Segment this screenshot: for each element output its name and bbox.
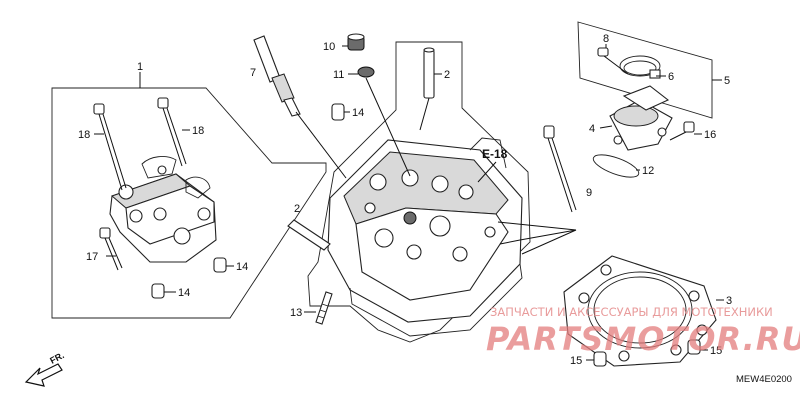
callout-15-right: 15 [710, 345, 722, 357]
callout-15-left: 15 [570, 355, 582, 367]
bolt-18-left [93, 103, 127, 191]
front-direction-label: FR. [48, 350, 65, 366]
callout-16: 16 [704, 129, 716, 141]
insulator-group-outline [577, 21, 713, 119]
dowel-pin-15-b [687, 339, 701, 355]
callout-4: 4 [589, 123, 595, 135]
dowel-pin-14-a [213, 257, 227, 273]
callout-5: 5 [724, 75, 730, 87]
callout-14-right: 14 [236, 261, 248, 273]
reference-e18: E-18 [482, 147, 508, 161]
valve-guide-2-top [423, 47, 435, 99]
screw-8 [597, 47, 629, 75]
leader-9-to-head-3 [521, 229, 577, 255]
bolt-9 [543, 125, 577, 213]
callout-3: 3 [726, 295, 732, 307]
dowel-pin-15-a [593, 351, 607, 367]
bolt-17 [99, 227, 123, 271]
callout-2-left: 2 [294, 203, 300, 215]
spark-plug-7 [253, 35, 301, 117]
rocker-assembly-group-outline [51, 87, 327, 319]
callout-13: 13 [290, 307, 302, 319]
leader-10-11 [365, 77, 411, 177]
dowel-pin-14-c [331, 103, 345, 121]
cap-nut-10 [347, 33, 365, 51]
watermark-line-1: ЗАПЧАСТИ И АКСЕССУАРЫ ДЛЯ МОТОТЕХНИКИ [490, 305, 773, 319]
leader-4 [599, 125, 613, 129]
cylinder-head-gasket-3 [563, 255, 717, 367]
callout-14-top: 14 [352, 107, 364, 119]
callout-6: 6 [668, 71, 674, 83]
callout-1: 1 [137, 61, 143, 73]
cylinder-head-group-outline [307, 41, 531, 343]
callout-8: 8 [603, 33, 609, 45]
rocker-arm-holder [109, 156, 217, 263]
o-ring-12 [592, 154, 640, 178]
watermark-line-2: PARTSMOTOR.RU [486, 320, 800, 358]
leader-7-line [295, 111, 347, 179]
intake-insulator-4 [609, 85, 673, 151]
cylinder-head [327, 137, 523, 337]
callout-7: 7 [250, 67, 256, 79]
front-direction-arrow-icon [24, 363, 63, 387]
valve-guide-2-left [287, 219, 331, 251]
callout-17: 17 [86, 251, 98, 263]
leader-9-to-head [499, 229, 577, 245]
callout-9: 9 [586, 187, 592, 199]
leader-2-guide [419, 97, 430, 131]
callout-12: 12 [642, 165, 654, 177]
callout-18-left: 18 [78, 129, 90, 141]
leader-e18-a [477, 161, 497, 183]
bolt-16 [669, 121, 695, 141]
callout-11: 11 [333, 69, 344, 81]
dowel-pin-14-b [151, 283, 165, 299]
hose-band-6 [619, 55, 661, 79]
washer-11 [357, 66, 375, 78]
bolt-18-right [157, 97, 187, 167]
callout-18-right: 18 [192, 125, 204, 137]
callout-10: 10 [323, 41, 335, 53]
callout-2-top: 2 [444, 69, 450, 81]
diagram-code: MEW4E0200 [736, 374, 792, 385]
callout-14-bottom: 14 [178, 287, 190, 299]
leader-9-to-head-2 [497, 221, 577, 231]
stud-bolt-13 [315, 291, 333, 325]
